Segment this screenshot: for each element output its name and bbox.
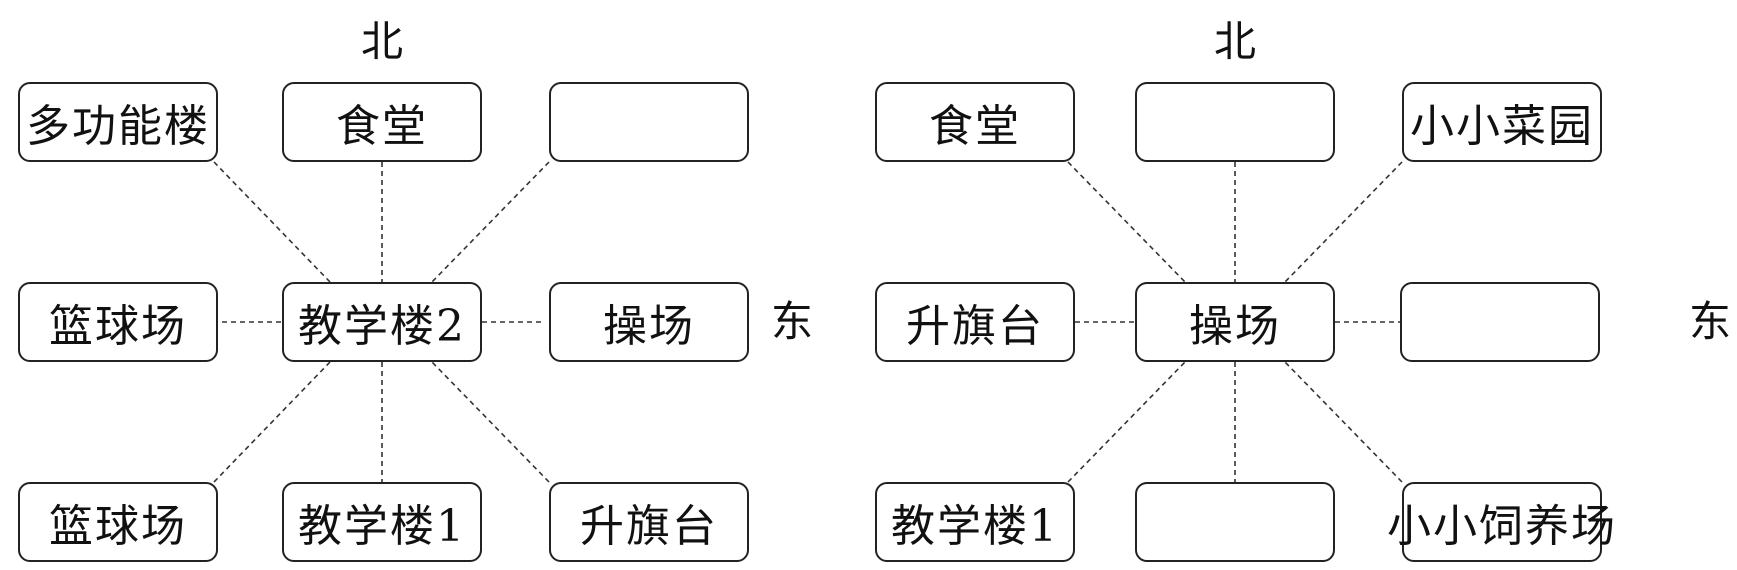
east-label: 东: [1688, 297, 1732, 346]
box-southwest: 教学楼1: [875, 482, 1075, 562]
box-center: 操场: [1135, 282, 1335, 362]
box-southeast: 小小饲养场: [1387, 482, 1615, 562]
box-west: 升旗台: [875, 282, 1075, 362]
box-south: 教学楼1: [282, 482, 482, 562]
box-northeast: 小小菜园: [1402, 82, 1602, 162]
box-northeast-blank: [549, 82, 749, 162]
north-label: 北: [360, 17, 404, 66]
connector-line: [1067, 161, 1186, 283]
connector-line: [431, 361, 550, 483]
box-west: 篮球场: [18, 282, 218, 362]
box-northwest: 多功能楼: [18, 82, 218, 162]
connector-line: [1284, 361, 1403, 483]
north-label: 北: [1213, 17, 1257, 66]
connector-line: [431, 161, 550, 283]
connector-line: [213, 361, 331, 483]
east-label: 东: [770, 297, 814, 346]
box-east: 操场: [549, 282, 749, 362]
box-center: 教学楼2: [282, 282, 482, 362]
box-south-blank: [1135, 482, 1335, 562]
box-north: 食堂: [282, 82, 482, 162]
connector-line: [1284, 161, 1403, 283]
box-north-blank: [1135, 82, 1335, 162]
box-southeast: 升旗台: [549, 482, 749, 562]
box-northwest: 食堂: [875, 82, 1075, 162]
box-southwest: 篮球场: [18, 482, 218, 562]
box-east-blank: [1400, 282, 1600, 362]
connector-line: [1067, 361, 1186, 483]
connector-line: [213, 161, 331, 283]
